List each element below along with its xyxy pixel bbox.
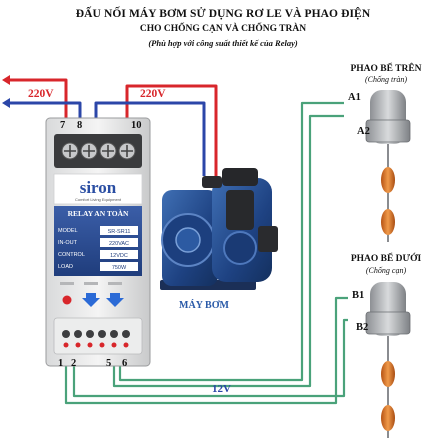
lower-tank-title: PHAO BỂ DƯỚI xyxy=(351,251,422,264)
neutral-wire-right xyxy=(94,101,206,176)
relay-brand: siron xyxy=(80,178,117,197)
float-b-arrow-icon xyxy=(106,293,124,307)
terminal-5: 5 xyxy=(106,358,111,369)
upper-float-switch xyxy=(365,90,411,242)
terminal-1: 1 xyxy=(58,358,63,369)
lower-float-ball-2 xyxy=(381,405,395,431)
power-led-icon xyxy=(62,295,72,305)
pump-label: MÁY BƠM xyxy=(179,299,229,311)
upper-tank-title: PHAO BỂ TRÊN xyxy=(350,61,421,74)
upper-float-ball-2 xyxy=(381,209,395,235)
control-voltage-label: 12V xyxy=(212,383,231,395)
control-wiring xyxy=(64,101,348,405)
water-pump-image xyxy=(160,168,278,290)
svg-text:220VAC: 220VAC xyxy=(109,241,129,247)
wire-a1 xyxy=(118,101,344,382)
relay-name: RELAY AN TOÀN xyxy=(68,208,129,218)
live-arrow-icon xyxy=(2,75,10,85)
terminal-10: 10 xyxy=(131,120,142,131)
terminal-a2: A2 xyxy=(357,126,370,137)
lower-float-switch xyxy=(365,282,411,438)
wire-a2 xyxy=(112,114,344,388)
float-a-arrow-icon xyxy=(82,293,100,307)
svg-text:750W: 750W xyxy=(112,265,127,271)
live-wire-left xyxy=(8,78,68,118)
relay-spec-table: MODEL SR-SR11 IN-OUT 220VAC CONTROL 12VD… xyxy=(58,226,138,271)
top-screw-terminals xyxy=(61,142,136,160)
power-label-right: 220V xyxy=(140,88,166,100)
top-terminal-block xyxy=(54,134,142,168)
svg-text:MODEL: MODEL xyxy=(58,228,78,234)
svg-text:12VDC: 12VDC xyxy=(110,253,128,259)
diagram-note: (Phù hợp với công suất thiết kế của Rela… xyxy=(148,38,298,48)
terminal-b2: B2 xyxy=(356,322,368,333)
svg-text:CONTROL: CONTROL xyxy=(58,252,85,258)
upper-tank-subtitle: (Chống tràn) xyxy=(365,75,407,84)
lower-tank-subtitle: (Chống cạn) xyxy=(366,266,407,275)
terminal-8: 8 xyxy=(77,120,82,131)
terminal-b1: B1 xyxy=(352,290,364,301)
relay-indicators xyxy=(60,282,124,307)
svg-text:SR-SR11: SR-SR11 xyxy=(108,229,131,235)
upper-float-ball-1 xyxy=(381,167,395,193)
terminal-6: 6 xyxy=(122,358,127,369)
neutral-wire-left xyxy=(8,101,82,118)
svg-text:IN-OUT: IN-OUT xyxy=(58,240,78,246)
terminal-7: 7 xyxy=(60,120,65,131)
lower-float-ball-1 xyxy=(381,361,395,387)
diagram-title: ĐẤU NỐI MÁY BƠM SỬ DỤNG RƠ LE VÀ PHAO ĐI… xyxy=(75,8,371,20)
wire-b1 xyxy=(64,296,348,405)
wire-b2 xyxy=(72,318,348,398)
diagram-subtitle: CHO CHỐNG CẠN VÀ CHỐNG TRÀN xyxy=(139,24,307,34)
svg-text:LOAD: LOAD xyxy=(58,264,73,270)
power-wiring xyxy=(2,75,218,176)
bottom-screw-terminals xyxy=(62,330,130,348)
neutral-arrow-icon xyxy=(2,98,10,108)
relay-unit: siron Comfort Living Equipment RELAY AN … xyxy=(45,117,151,367)
relay-brand-tag: Comfort Living Equipment xyxy=(75,197,122,202)
terminal-a1: A1 xyxy=(348,92,361,103)
terminal-2: 2 xyxy=(71,358,76,369)
power-label-left: 220V xyxy=(28,88,54,100)
